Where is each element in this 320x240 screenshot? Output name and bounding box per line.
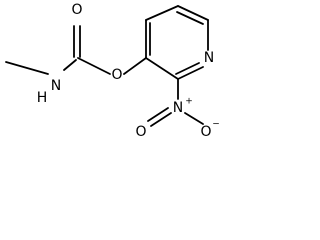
atom-pyridine-nitrogen: N xyxy=(204,50,214,66)
bond-nitro-o-left-2 xyxy=(147,107,169,122)
atom-nitro-nitrogen: N xyxy=(173,100,183,116)
bond-ring-n-c2 xyxy=(177,66,204,80)
bond-methyl-n xyxy=(5,61,49,75)
bond-layer xyxy=(5,5,209,127)
bond-ring-c5-c6-inner xyxy=(176,11,204,25)
atom-nitro-oxygen-left: O xyxy=(135,124,146,140)
bond-n-carbonyl xyxy=(63,59,77,71)
atom-nitro-oxygen-right: O xyxy=(200,124,211,140)
atom-amide-hydrogen: H xyxy=(37,90,48,106)
bond-ring-c5-c6 xyxy=(177,5,209,21)
bond-nitro-o-left-1 xyxy=(150,112,172,127)
atom-ester-oxygen: O xyxy=(111,67,122,83)
bond-nitro-o-right xyxy=(184,112,204,125)
molecule-diagram: O N H O N N + O O − xyxy=(5,2,220,140)
nitro-negative-charge: − xyxy=(212,120,220,130)
bond-ring-c4-c5 xyxy=(145,5,179,21)
bond-ring-c2-c3 xyxy=(145,57,179,80)
bond-ester-o-ring xyxy=(123,57,147,75)
bond-ring-n-c2-inner xyxy=(175,62,200,75)
nitro-positive-charge: + xyxy=(185,97,193,107)
atom-amide-nitrogen: N xyxy=(51,78,61,94)
chemical-structure-canvas: O N H O N N + O O − xyxy=(0,0,220,152)
atom-carbonyl-oxygen: O xyxy=(71,2,82,18)
bond-carbonyl-ester-o xyxy=(77,57,111,75)
